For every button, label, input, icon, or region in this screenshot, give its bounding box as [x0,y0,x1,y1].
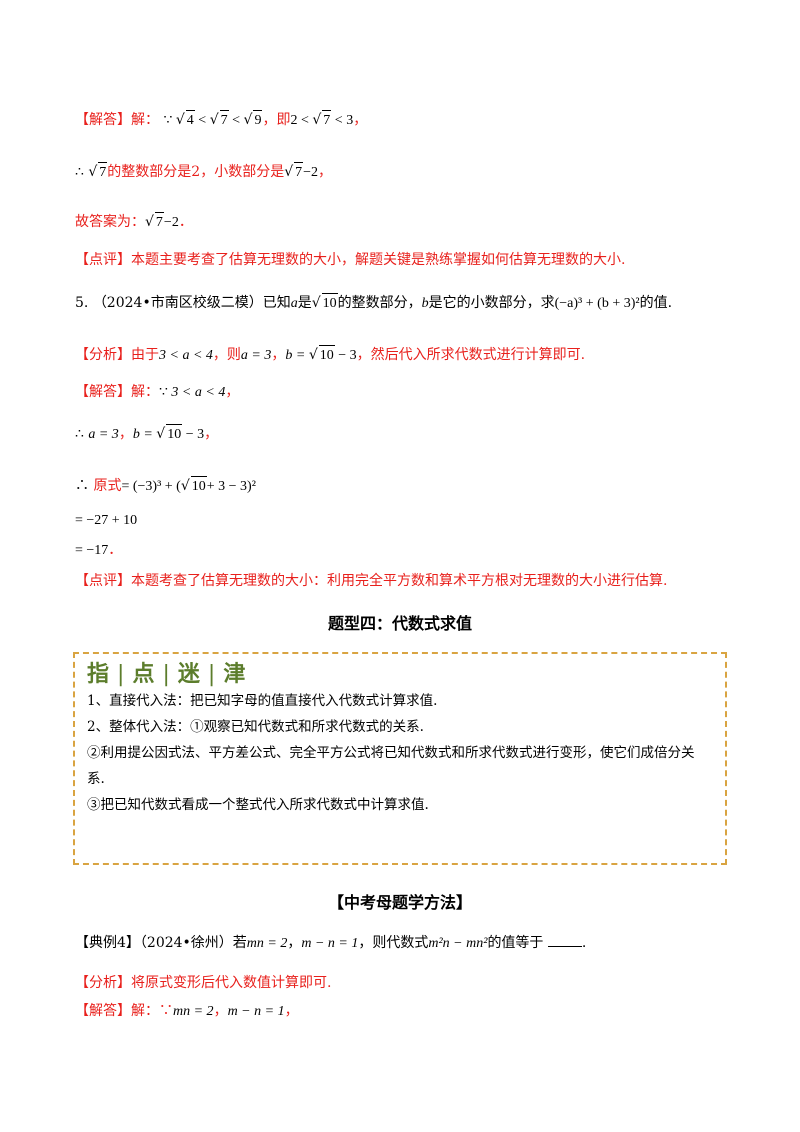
method-title: 【中考母题学方法】 [327,893,472,912]
q5-analysis: 【分析】由于3 < a < 4，则a = 3，b = √10 − 3，然后代入所… [75,345,585,366]
q5-step-values: ∴ a = 3，b = √10 − 3， [75,424,218,445]
q5-step-substitute: ∴ 原式= (−3)³ + (√10+ 3 − 3)² [75,476,256,497]
tips-box: 指|点|迷|津 1、直接代入法：把已知字母的值直接代入代数式计算求值. 2、整体… [73,652,727,865]
tip-line-3: ②利用提公因式法、平方差公式、完全平方公式将已知代数式和所求代数式进行变形，使它… [87,745,695,761]
q5-step-compute: = −27 + 10 [75,513,138,528]
tip-line-1: 1、直接代入法：把已知字母的值直接代入代数式计算求值. [87,693,438,709]
section-title: 题型四：代数式求值 [327,614,472,633]
q4-final-answer: 故答案为：√7−2． [75,212,193,233]
q4-integer-part-line: ∴ √7的整数部分是2，小数部分是√7−2， [75,162,332,183]
example4-analysis: 【分析】将原式变形后代入数值计算即可. [75,975,332,991]
q5-question: 5. （2024•市南区校级二模）已知a是√10的整数部分，b是它的小数部分，求… [75,293,672,314]
example4-answer: 【解答】解：∵mn = 2，m − n = 1， [75,1003,299,1019]
example4-question: 【典例4】（2024•徐州）若mn = 2，m − n = 1，则代数式m²n … [75,934,587,951]
tip-line-2: 2、整体代入法：①观察已知代数式和所求代数式的关系. [87,719,424,735]
answer-tag: 【解答】 [75,112,131,128]
tip-line-4: 系. [87,771,105,787]
answer-blank[interactable] [547,934,582,947]
tip-line-5: ③把已知代数式看成一个整式代入所求代数式中计算求值. [87,797,429,813]
q4-answer-line: 【解答】解： ∵ √4 < √7 < √9，即2 < √7 < 3， [75,110,367,131]
q5-step-result: = −17． [75,543,123,558]
tips-header: 指|点|迷|津 [87,662,248,687]
q5-answer-line: 【解答】解：∵ 3 < a < 4， [75,384,240,400]
q4-comment: 【点评】本题主要考查了估算无理数的大小，解题关键是熟练掌握如何估算无理数的大小. [75,252,626,268]
q5-comment: 【点评】本题考查了估算无理数的大小：利用完全平方数和算术平方根对无理数的大小进行… [75,573,668,589]
